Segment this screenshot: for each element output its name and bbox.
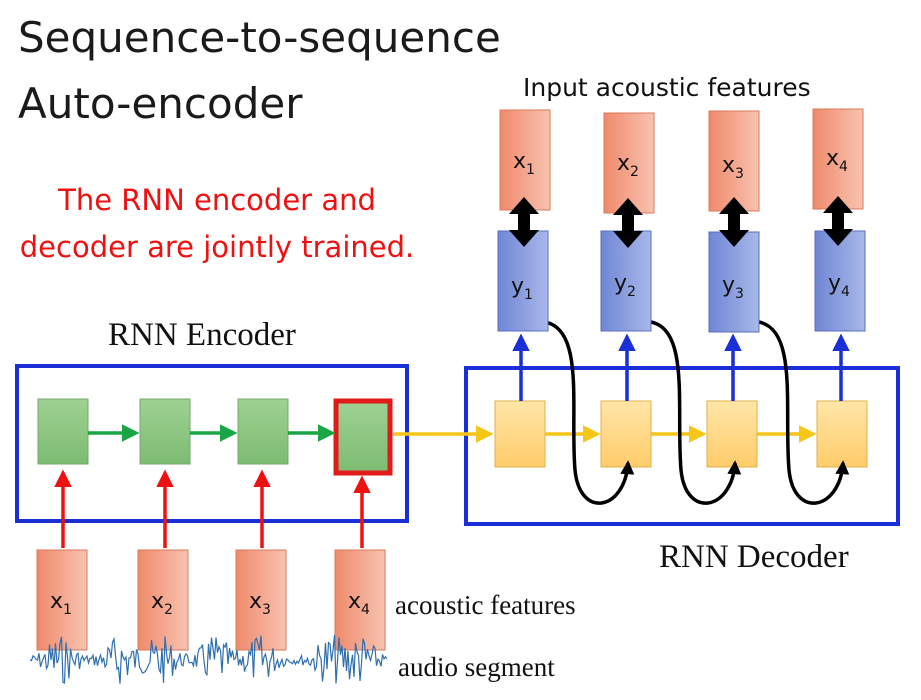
title-line-1: Sequence-to-sequence	[18, 13, 501, 62]
reconstructed-box-x1	[499, 109, 551, 211]
encoder-cell-2	[139, 398, 191, 465]
feedback-curve-1	[544, 320, 635, 505]
decoder-box	[464, 366, 900, 526]
encoder-cell-4-highlighted	[333, 398, 393, 476]
output-label-2: y2	[614, 271, 636, 300]
input-box-x3	[235, 549, 287, 651]
decoder-cell-3	[706, 400, 758, 468]
input-label-2: x2	[151, 589, 173, 618]
note-line-2: decoder are jointly trained.	[20, 230, 414, 264]
input-label-4: x4	[348, 589, 370, 618]
decoder-label: RNN Decoder	[659, 539, 849, 575]
double-arrow-2	[613, 198, 643, 248]
input-box-x2	[137, 549, 189, 651]
decoder-cell-2	[600, 400, 652, 468]
audio-waveform	[29, 634, 388, 684]
reconstructed-box-x3	[708, 110, 760, 212]
audio-segment-label: audio segment	[398, 652, 555, 682]
encoder-label: RNN Encoder	[108, 317, 296, 353]
double-arrow-3	[719, 197, 749, 247]
output-label-3: y3	[722, 273, 744, 302]
decoder-cell-4	[816, 400, 868, 468]
encoder-box	[15, 364, 409, 523]
input-label-3: x3	[249, 589, 271, 618]
encoder-cell-1	[37, 398, 89, 465]
encoder-cell-3	[237, 398, 289, 465]
decoder-cell-1	[494, 400, 546, 468]
input-box-x1	[36, 549, 88, 651]
double-arrow-4	[823, 196, 853, 246]
input-features-label: Input acoustic features	[523, 73, 811, 102]
output-box-y1	[497, 230, 549, 332]
reconstructed-box-x4	[812, 108, 864, 210]
reconstructed-label-1: x1	[513, 149, 535, 178]
output-label-1: y1	[511, 274, 533, 303]
output-box-y2	[600, 230, 652, 332]
output-box-y3	[708, 231, 760, 333]
reconstructed-label-2: x2	[617, 151, 639, 180]
acoustic-features-label: acoustic features	[395, 590, 576, 620]
title-line-2: Auto-encoder	[18, 79, 303, 128]
note-line-1: The RNN encoder and	[57, 183, 376, 217]
feedback-curve-2	[650, 320, 742, 505]
input-label-1: x1	[50, 589, 72, 618]
input-box-x4	[334, 549, 386, 651]
double-arrow-1	[509, 197, 539, 247]
output-label-4: y4	[828, 271, 850, 300]
feedback-curve-3	[758, 320, 850, 505]
reconstructed-label-3: x3	[722, 153, 744, 182]
reconstructed-label-4: x4	[826, 146, 848, 175]
